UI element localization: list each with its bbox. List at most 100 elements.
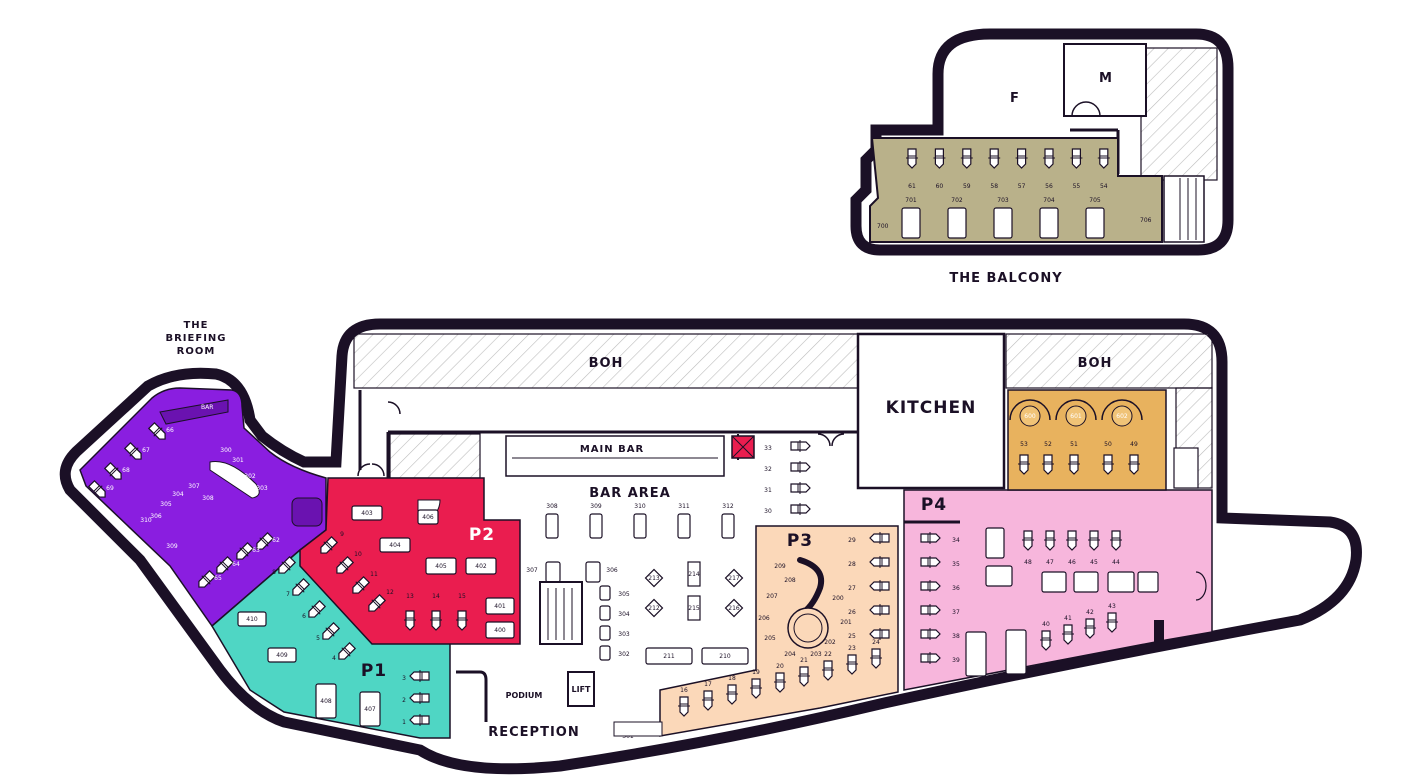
table-null[interactable]	[545, 561, 561, 583]
bar-table-213[interactable]	[644, 568, 664, 588]
seat-61[interactable]	[906, 148, 918, 169]
briefing-table-label-307[interactable]: 307	[188, 483, 200, 490]
seat-45[interactable]	[1088, 530, 1100, 551]
bar-table-217[interactable]	[724, 568, 744, 588]
bar-table-215[interactable]	[687, 595, 701, 621]
seat-53[interactable]	[1018, 454, 1030, 475]
seat-52[interactable]	[1042, 454, 1054, 475]
seat-46[interactable]	[1066, 530, 1078, 551]
table-null[interactable]	[599, 645, 611, 661]
seat-26[interactable]	[869, 604, 890, 616]
p3-table-label-204[interactable]: 204	[784, 651, 796, 658]
seat-14[interactable]	[430, 610, 442, 631]
table-405[interactable]	[425, 557, 457, 575]
table-null[interactable]	[1005, 629, 1027, 675]
table-null[interactable]	[993, 207, 1013, 239]
briefing-table-label-306[interactable]: 306	[150, 513, 162, 520]
briefing-table-label-300[interactable]: 300	[220, 447, 232, 454]
seat-1[interactable]	[409, 714, 430, 726]
table-null[interactable]	[985, 527, 1005, 559]
bar-table-212[interactable]	[644, 598, 664, 618]
table-408[interactable]	[315, 683, 337, 719]
table-409[interactable]	[267, 647, 297, 663]
seat-16[interactable]	[678, 696, 690, 717]
seat-9[interactable]	[317, 535, 339, 557]
seat-51[interactable]	[1068, 454, 1080, 475]
table-null[interactable]	[633, 513, 647, 539]
seat-60[interactable]	[933, 148, 946, 169]
seat-4[interactable]	[335, 641, 357, 663]
seat-5[interactable]	[319, 621, 341, 643]
p3-table-label-201[interactable]: 201	[840, 619, 852, 626]
seat-8[interactable]	[275, 555, 297, 577]
seat-29[interactable]	[869, 532, 890, 544]
briefing-table-label-304[interactable]: 304	[172, 491, 184, 498]
seat-12[interactable]	[365, 593, 387, 615]
table-null[interactable]	[585, 561, 601, 583]
seat-2[interactable]	[409, 692, 430, 704]
table-406[interactable]	[417, 509, 439, 525]
briefing-table-label-301[interactable]: 301	[232, 457, 244, 464]
lift-box[interactable]	[567, 671, 595, 707]
balcony-table-706[interactable]: 706	[1140, 217, 1152, 224]
seat-3[interactable]	[409, 670, 430, 682]
seat-36[interactable]	[920, 580, 941, 592]
seat-56[interactable]	[1043, 148, 1055, 169]
briefing-table-label-310[interactable]: 310	[140, 517, 152, 524]
table-null[interactable]	[1073, 571, 1099, 593]
seat-54[interactable]	[1097, 148, 1110, 169]
booth-table-601[interactable]	[1055, 399, 1097, 427]
table-null[interactable]	[589, 513, 603, 539]
table-410[interactable]	[237, 611, 267, 627]
seat-66[interactable]	[147, 421, 169, 443]
table-400[interactable]	[485, 621, 515, 639]
p3-table-label-205[interactable]: 205	[764, 635, 776, 642]
table-null[interactable]	[599, 605, 611, 621]
seat-39[interactable]	[920, 652, 941, 664]
seat-17[interactable]	[702, 690, 714, 711]
bar-table-214[interactable]	[687, 561, 701, 587]
seat-25[interactable]	[869, 628, 890, 640]
briefing-table-label-308[interactable]: 308	[202, 495, 214, 502]
seat-44[interactable]	[1110, 530, 1122, 551]
table-null[interactable]	[965, 631, 987, 677]
table-211[interactable]	[645, 647, 693, 665]
seat-20[interactable]	[774, 672, 786, 693]
table-404[interactable]	[379, 537, 411, 553]
table-null[interactable]	[1107, 571, 1135, 593]
table-null[interactable]	[985, 565, 1013, 587]
seat-34[interactable]	[920, 532, 941, 544]
seat-48[interactable]	[1022, 530, 1034, 551]
seat-41[interactable]	[1062, 624, 1074, 645]
seat-32[interactable]	[790, 461, 811, 473]
seat-15[interactable]	[456, 610, 468, 631]
seat-65[interactable]	[195, 569, 217, 591]
seat-11[interactable]	[349, 575, 371, 597]
briefing-table-label-303[interactable]: 303	[256, 485, 268, 492]
table-null[interactable]	[721, 513, 735, 539]
seat-63[interactable]	[233, 541, 255, 563]
seat-68[interactable]	[103, 461, 125, 483]
seat-23[interactable]	[846, 654, 858, 675]
seat-49[interactable]	[1128, 454, 1140, 475]
seat-69[interactable]	[87, 479, 109, 501]
seat-64[interactable]	[213, 555, 235, 577]
seat-40[interactable]	[1040, 630, 1052, 651]
seat-6[interactable]	[305, 599, 327, 621]
table-null[interactable]	[1039, 207, 1059, 239]
p3-table-label-208[interactable]: 208	[784, 577, 796, 584]
table-null[interactable]	[1137, 571, 1159, 593]
seat-22[interactable]	[822, 660, 834, 681]
seat-50[interactable]	[1102, 454, 1114, 475]
seat-37[interactable]	[920, 604, 941, 616]
bar-table-216[interactable]	[724, 598, 744, 618]
seat-27[interactable]	[869, 580, 890, 592]
seat-59[interactable]	[960, 148, 973, 169]
seat-13[interactable]	[404, 610, 416, 631]
seat-28[interactable]	[869, 556, 890, 568]
p3-table-label-206[interactable]: 206	[758, 615, 770, 622]
seat-38[interactable]	[920, 628, 941, 640]
briefing-long-table[interactable]	[209, 460, 260, 499]
table-403[interactable]	[351, 505, 383, 521]
briefing-table-label-305[interactable]: 305	[160, 501, 172, 508]
